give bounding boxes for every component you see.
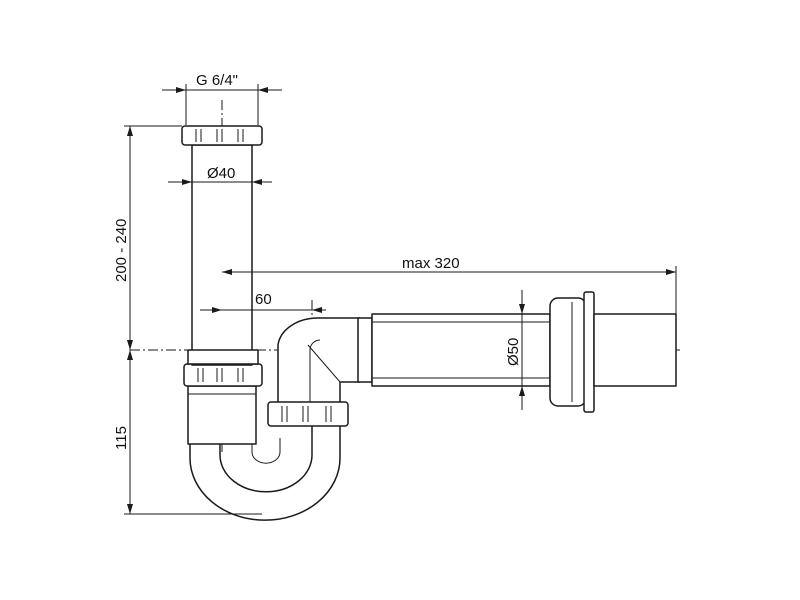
inlet-diameter-label: Ø40 <box>207 165 235 182</box>
inlet-top-nut-notches <box>195 129 244 142</box>
outlet-tube <box>371 313 551 387</box>
outlet-elbow <box>267 317 373 427</box>
outlet-riser-nut-notches <box>281 406 332 422</box>
inlet-nut-lower <box>183 363 263 387</box>
inlet-tube <box>181 125 263 366</box>
dimension-offset: 60 <box>200 291 326 313</box>
wall-flange <box>583 291 595 413</box>
height-range-label: 200 - 240 <box>113 219 130 282</box>
outlet-length-label: max 320 <box>402 255 460 272</box>
thread-label: G 6/4" <box>196 72 238 89</box>
dimension-outlet-diameter: Ø50 <box>505 290 525 410</box>
dimension-height-range: 200 - 240 <box>113 125 182 350</box>
offset-label: 60 <box>255 291 272 308</box>
lower-inlet-coupling <box>183 363 263 445</box>
inlet-tube-collar <box>187 349 259 365</box>
trap-cup <box>187 385 257 445</box>
dimension-outlet-length: max 320 <box>222 255 677 314</box>
outlet-diameter-label: Ø50 <box>505 338 522 366</box>
dimension-trap-depth: 115 <box>113 350 262 515</box>
outlet-pipe <box>371 291 677 413</box>
elbow-body <box>277 317 361 406</box>
outlet-extension <box>593 313 677 387</box>
trap-u-bend <box>189 424 341 521</box>
dimension-inlet-diameter: Ø40 <box>168 165 272 185</box>
u-bend-body <box>189 424 341 521</box>
trap-depth-label: 115 <box>113 426 130 450</box>
elbow-branch-edge <box>307 344 341 383</box>
wall-rosette <box>549 297 587 407</box>
elbow-inner-curve <box>309 339 321 405</box>
inlet-nut-lower-notches <box>197 368 244 382</box>
u-bend-inner-arc <box>251 438 281 464</box>
elbow-collar <box>357 317 373 383</box>
dimension-thread: G 6/4" <box>162 72 282 125</box>
